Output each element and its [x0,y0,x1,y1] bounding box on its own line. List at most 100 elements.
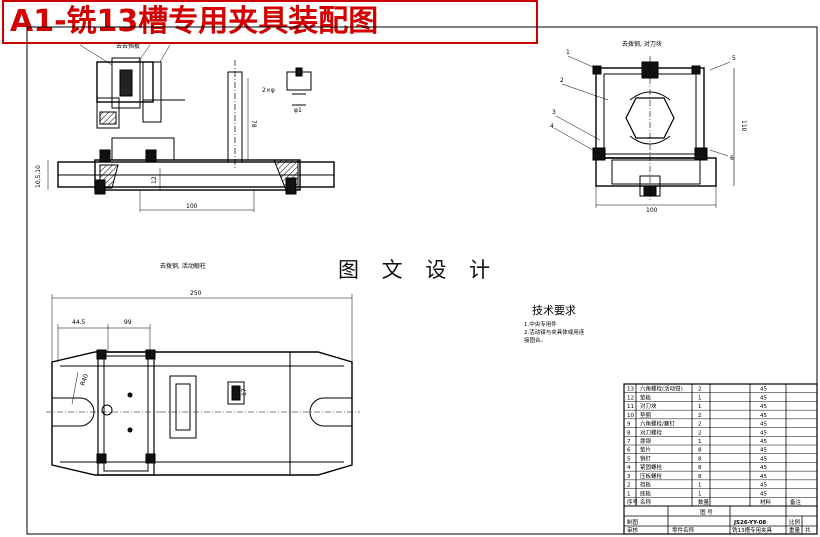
bom-cell-name: 销钉 [640,454,652,462]
balloon-6: 6 [730,155,734,162]
bom-cell-qty: 8 [698,456,702,462]
bom-cell-name: 底板 [640,489,652,497]
side-dim-height: 110 [740,120,747,132]
bom-cell-material: 45 [760,430,767,436]
weight-label: 重量 [789,526,801,534]
bom-cell-material: 45 [760,404,767,410]
row-label-check: 审核 [627,526,639,534]
bom-cell-no: 7 [627,439,631,445]
part-name: 铣13槽专用夹具 [732,526,772,534]
bom-cell-name: 六角螺栓/塞钉 [640,420,675,428]
drawing-title: A1-铣13槽专用夹具装配图 [2,0,538,44]
front-view-labels: 去去挡板 100 10,5,10 12 78 2×φ φ1 [35,42,302,210]
scale-label: 比例 [789,518,801,526]
bom-cell-material: 45 [760,413,767,419]
bom-cell-no: 5 [627,456,631,462]
balloon-2: 2 [560,77,564,84]
drawing-no: JS26-YY-08 [733,520,766,526]
top-dim-17: 17 [241,388,248,396]
bom-cell-no: 10 [627,413,634,419]
bom-cell-qty: 8 [698,465,702,471]
tech-requirement-line-3: 接固合。 [524,338,547,344]
drawing-no-label: 图 号 [700,508,713,516]
sheets-label: 共 [805,526,811,534]
front-dim-78: 78 [250,120,257,128]
bom-cell-name: 拨钢 [640,437,652,445]
front-dim-dia: φ1 [294,107,302,114]
bom-cell-name: 紧固螺栓 [640,463,663,471]
bom-cell-qty: 8 [698,448,702,454]
bom-cell-material: 45 [760,465,767,471]
bom-cell-no: 2 [627,483,631,489]
bom-cell-qty: 2 [698,413,702,419]
top-view-labels: 去拨钢, 活动眼柱 250 44.5 99 R40 17 [72,262,248,396]
front-view-label: 去去挡板 [116,42,140,50]
balloon-1: 1 [566,49,570,56]
bom-cell-name: 对刀螺栓 [640,428,663,436]
bom-cell-note: 备注 [790,498,802,506]
bom-cell-name: 垫板 [640,393,652,401]
bom-cell-no: 4 [627,465,631,471]
bom-cell-material: 45 [760,395,767,401]
tech-requirements-title: 技术要求 [532,304,576,317]
row-label-draw: 制图 [627,518,639,526]
side-dim-width: 100 [646,207,658,214]
bom-cell-qty: 1 [698,395,702,401]
bom-cell-name: 六角螺栓(活动钳) [640,385,683,393]
bom-cell-no: 13 [627,387,634,393]
bom-cell-qty: 1 [698,491,702,497]
front-dim-width: 100 [186,203,198,210]
part-name-label: 零件名称 [672,526,695,534]
bom-cell-material: 45 [760,439,767,445]
balloon-5: 5 [732,55,736,62]
bom-cell-qty: 8 [698,474,702,480]
bom-cell-qty: 数量 [698,498,710,506]
bom-footer: 图 号 JS26-YY-08 比例 零件名称 铣13槽专用夹具 重量 共 制图 … [627,508,811,534]
top-dim-radius: R40 [79,373,90,387]
side-view-labels: 去拨钢, 对刀块 100 110 1 2 3 4 5 6 [550,40,747,214]
tech-requirement-line-1: 1.中央专用件 [524,322,557,328]
balloon-3: 3 [552,109,556,116]
side-view-label: 去拨钢, 对刀块 [622,40,662,48]
side-view [553,55,735,208]
bom-cell-no: 9 [627,422,631,428]
bom-cell-no: 序号 [627,498,639,506]
bom-cell-qty: 2 [698,430,702,436]
bom-cell-qty: 1 [698,483,702,489]
tech-requirement-line-2: 2.活动钳与夹具体或用连 [524,330,585,336]
watermark-text: 图 文 设 计 [338,258,499,282]
front-dim-hole: 2×φ [262,87,275,94]
bom-cell-qty: 1 [698,439,702,445]
front-dim-12: 12 [151,176,158,184]
bom-cell-no: 12 [627,395,634,401]
bom-cell-material: 45 [760,448,767,454]
bom-cell-no: 11 [627,404,634,410]
front-dim-heights: 10,5,10 [35,165,42,188]
bom-cell-name: 压板螺栓 [640,472,663,480]
bom-cell-no: 3 [627,474,631,480]
bom-cell-material: 45 [760,422,767,428]
top-dim-offset: 44.5 [72,319,86,326]
bom-cell-qty: 2 [698,387,702,393]
bom-cell-material: 45 [760,491,767,497]
bom-cell-material: 45 [760,483,767,489]
top-dim-length: 250 [190,290,202,297]
bom-cell-name: 挡板 [640,481,652,489]
top-dim-block: 99 [124,319,132,326]
bom-cell-qty: 1 [698,404,702,410]
bom-cell-material: 45 [760,474,767,480]
bom-cell-name: 名称 [640,498,652,506]
bom-cell-material: 45 [760,456,767,462]
bom-cell-name: 对刀块 [640,402,657,410]
balloon-4: 4 [550,123,554,130]
bom-cell-material: 材料 [760,498,772,506]
bom-cell-material: 45 [760,387,767,393]
bom-cell-no: 6 [627,448,631,454]
bom-cell-no: 8 [627,430,631,436]
bom-cell-name: 垫圈 [640,411,652,419]
bom-cell-name: 垫片 [640,446,651,454]
bom-cell-qty: 2 [698,422,702,428]
